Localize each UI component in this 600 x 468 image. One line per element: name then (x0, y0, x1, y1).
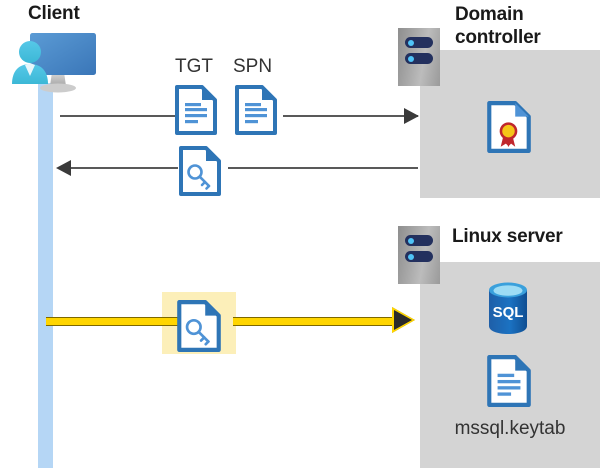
request-arrow-segment-left (60, 115, 178, 117)
client-lifeline (38, 83, 53, 468)
server-bar-bottom (405, 251, 433, 262)
sql-database-icon: SQL (482, 281, 534, 342)
response-arrow-segment-left (62, 167, 178, 169)
server-bar-top (405, 37, 433, 48)
response-arrow-segment-right (228, 167, 418, 169)
linux-server-title: Linux server (452, 226, 563, 247)
service-ticket-arrow-segment-left (46, 317, 180, 326)
service-ticket-arrow-head (394, 310, 412, 330)
tgt-document-icon (174, 84, 218, 141)
keytab-file-label: mssql.keytab (454, 418, 566, 439)
tgt-label: TGT (175, 56, 213, 77)
server-led-bottom (408, 55, 414, 62)
domain-controller-title: Domain controller (455, 3, 595, 49)
server-led-top (408, 39, 414, 46)
spn-document-icon (234, 84, 278, 141)
client-user-monitor-icon (8, 28, 108, 105)
certificate-icon (486, 100, 532, 159)
service-ticket-key-document-icon (176, 299, 222, 358)
server-led-bottom (408, 253, 414, 260)
domain-controller-server-icon (398, 28, 440, 86)
client-title: Client (28, 3, 80, 24)
request-arrow-head (404, 108, 419, 124)
keytab-file-icon (486, 354, 532, 413)
ticket-key-document-icon (178, 145, 222, 202)
server-led-top (408, 237, 414, 244)
spn-label: SPN (233, 56, 273, 77)
linux-server-icon (398, 226, 440, 284)
service-ticket-arrow-segment-right (233, 317, 405, 326)
svg-text:SQL: SQL (493, 304, 524, 321)
response-arrow-head (56, 160, 71, 176)
server-bar-bottom (405, 53, 433, 64)
request-arrow-segment-right (283, 115, 418, 117)
domain-controller-title-line1: Domain (455, 4, 524, 25)
server-bar-top (405, 235, 433, 246)
domain-controller-title-line2: controller (455, 27, 541, 48)
